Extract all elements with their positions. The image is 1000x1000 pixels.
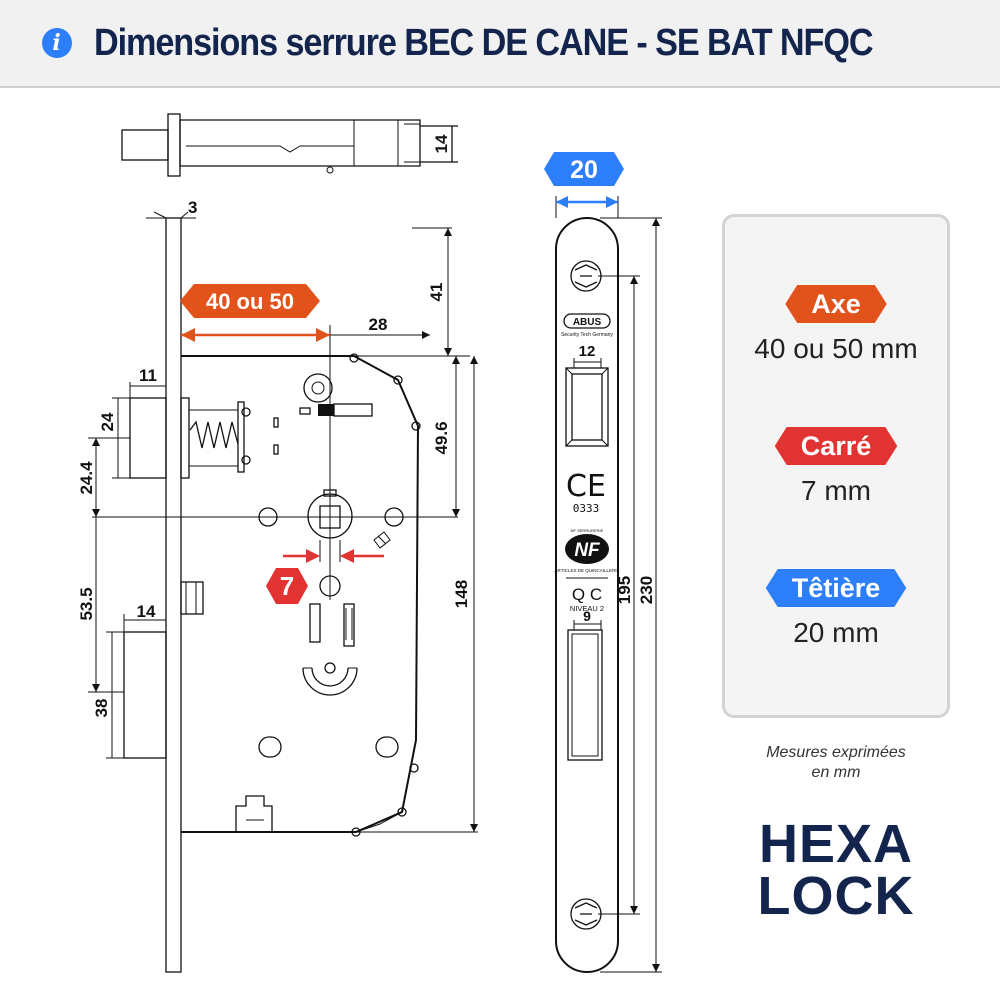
ce-mark: CE	[566, 469, 606, 504]
nf-bottom-text: ARTICLES DE QUINCAILLERIE	[555, 568, 620, 573]
brand-logo: HEXA LOCK	[752, 814, 920, 923]
deadbolt-offset-label: 53.5	[77, 587, 96, 620]
latch-opening-width-label: 12	[579, 343, 596, 360]
deadbolt-depth-label: 14	[137, 602, 156, 621]
logo-line-2: LOCK	[752, 869, 920, 923]
backset-right-label: 28	[369, 315, 388, 334]
case-height-label: 148	[452, 580, 471, 608]
tetiere-badge: Têtière	[766, 569, 907, 607]
deadbolt-height-label: 38	[92, 699, 111, 718]
info-icon: i	[41, 28, 72, 58]
nf-mark: NF	[574, 540, 601, 561]
logo-line-1: HEXA	[758, 814, 914, 874]
backset-badge: 40 ou 50	[206, 289, 294, 314]
latch-offset-label: 24.4	[77, 461, 96, 495]
faceplate-thickness-label: 3	[188, 198, 197, 217]
spec-card: Axe 40 ou 50 mm Carré 7 mm Têtière 20 mm	[722, 214, 950, 718]
axe-badge: Axe	[785, 285, 887, 323]
head-thickness-label: 14	[432, 134, 451, 153]
carre-value: 7 mm	[801, 475, 871, 506]
page-title: Dimensions serrure BEC DE CANE - SE BAT …	[93, 21, 874, 64]
square-badge: 7	[280, 571, 294, 601]
faceplate-view: ABUS Security Tech Germany 12 CE 0333 NF…	[544, 152, 662, 973]
units-footnote: Mesures exprimées en mm	[730, 743, 942, 783]
latch-depth-label: 11	[139, 366, 157, 385]
level-mark: NIVEAU 2	[570, 604, 604, 613]
brand-sub: Security Tech Germany	[561, 332, 613, 338]
top-view: 14	[121, 113, 458, 177]
ce-number: 0333	[573, 502, 600, 515]
logo-line-2-text: LOCK	[757, 866, 915, 926]
faceplate-width-badge: 20	[570, 156, 598, 184]
footnote-text: Mesures exprimées en mm	[766, 744, 906, 781]
carre-badge: Carré	[775, 427, 898, 465]
tetiere-value: 20 mm	[793, 617, 879, 648]
latch-height-label: 49.6	[432, 421, 451, 454]
header: i Dimensions serrure BEC DE CANE - SE BA…	[0, 0, 1000, 88]
axe-value: 40 ou 50 mm	[754, 333, 918, 364]
faceplate-inner-length-label: 195	[615, 576, 634, 604]
faceplate-length-label: 230	[637, 576, 656, 604]
nf-top-text: NF SERRURERIE	[571, 528, 604, 533]
bolt-opening-width-label: 9	[583, 608, 591, 624]
height-above-label: 41	[427, 283, 446, 302]
qc-mark: Q C	[572, 585, 602, 604]
front-view: 3	[77, 198, 478, 973]
latch-height-left-label: 24	[98, 412, 117, 431]
lock-technical-drawing: 14 3	[77, 113, 662, 973]
brand-mark: ABUS	[573, 317, 602, 328]
